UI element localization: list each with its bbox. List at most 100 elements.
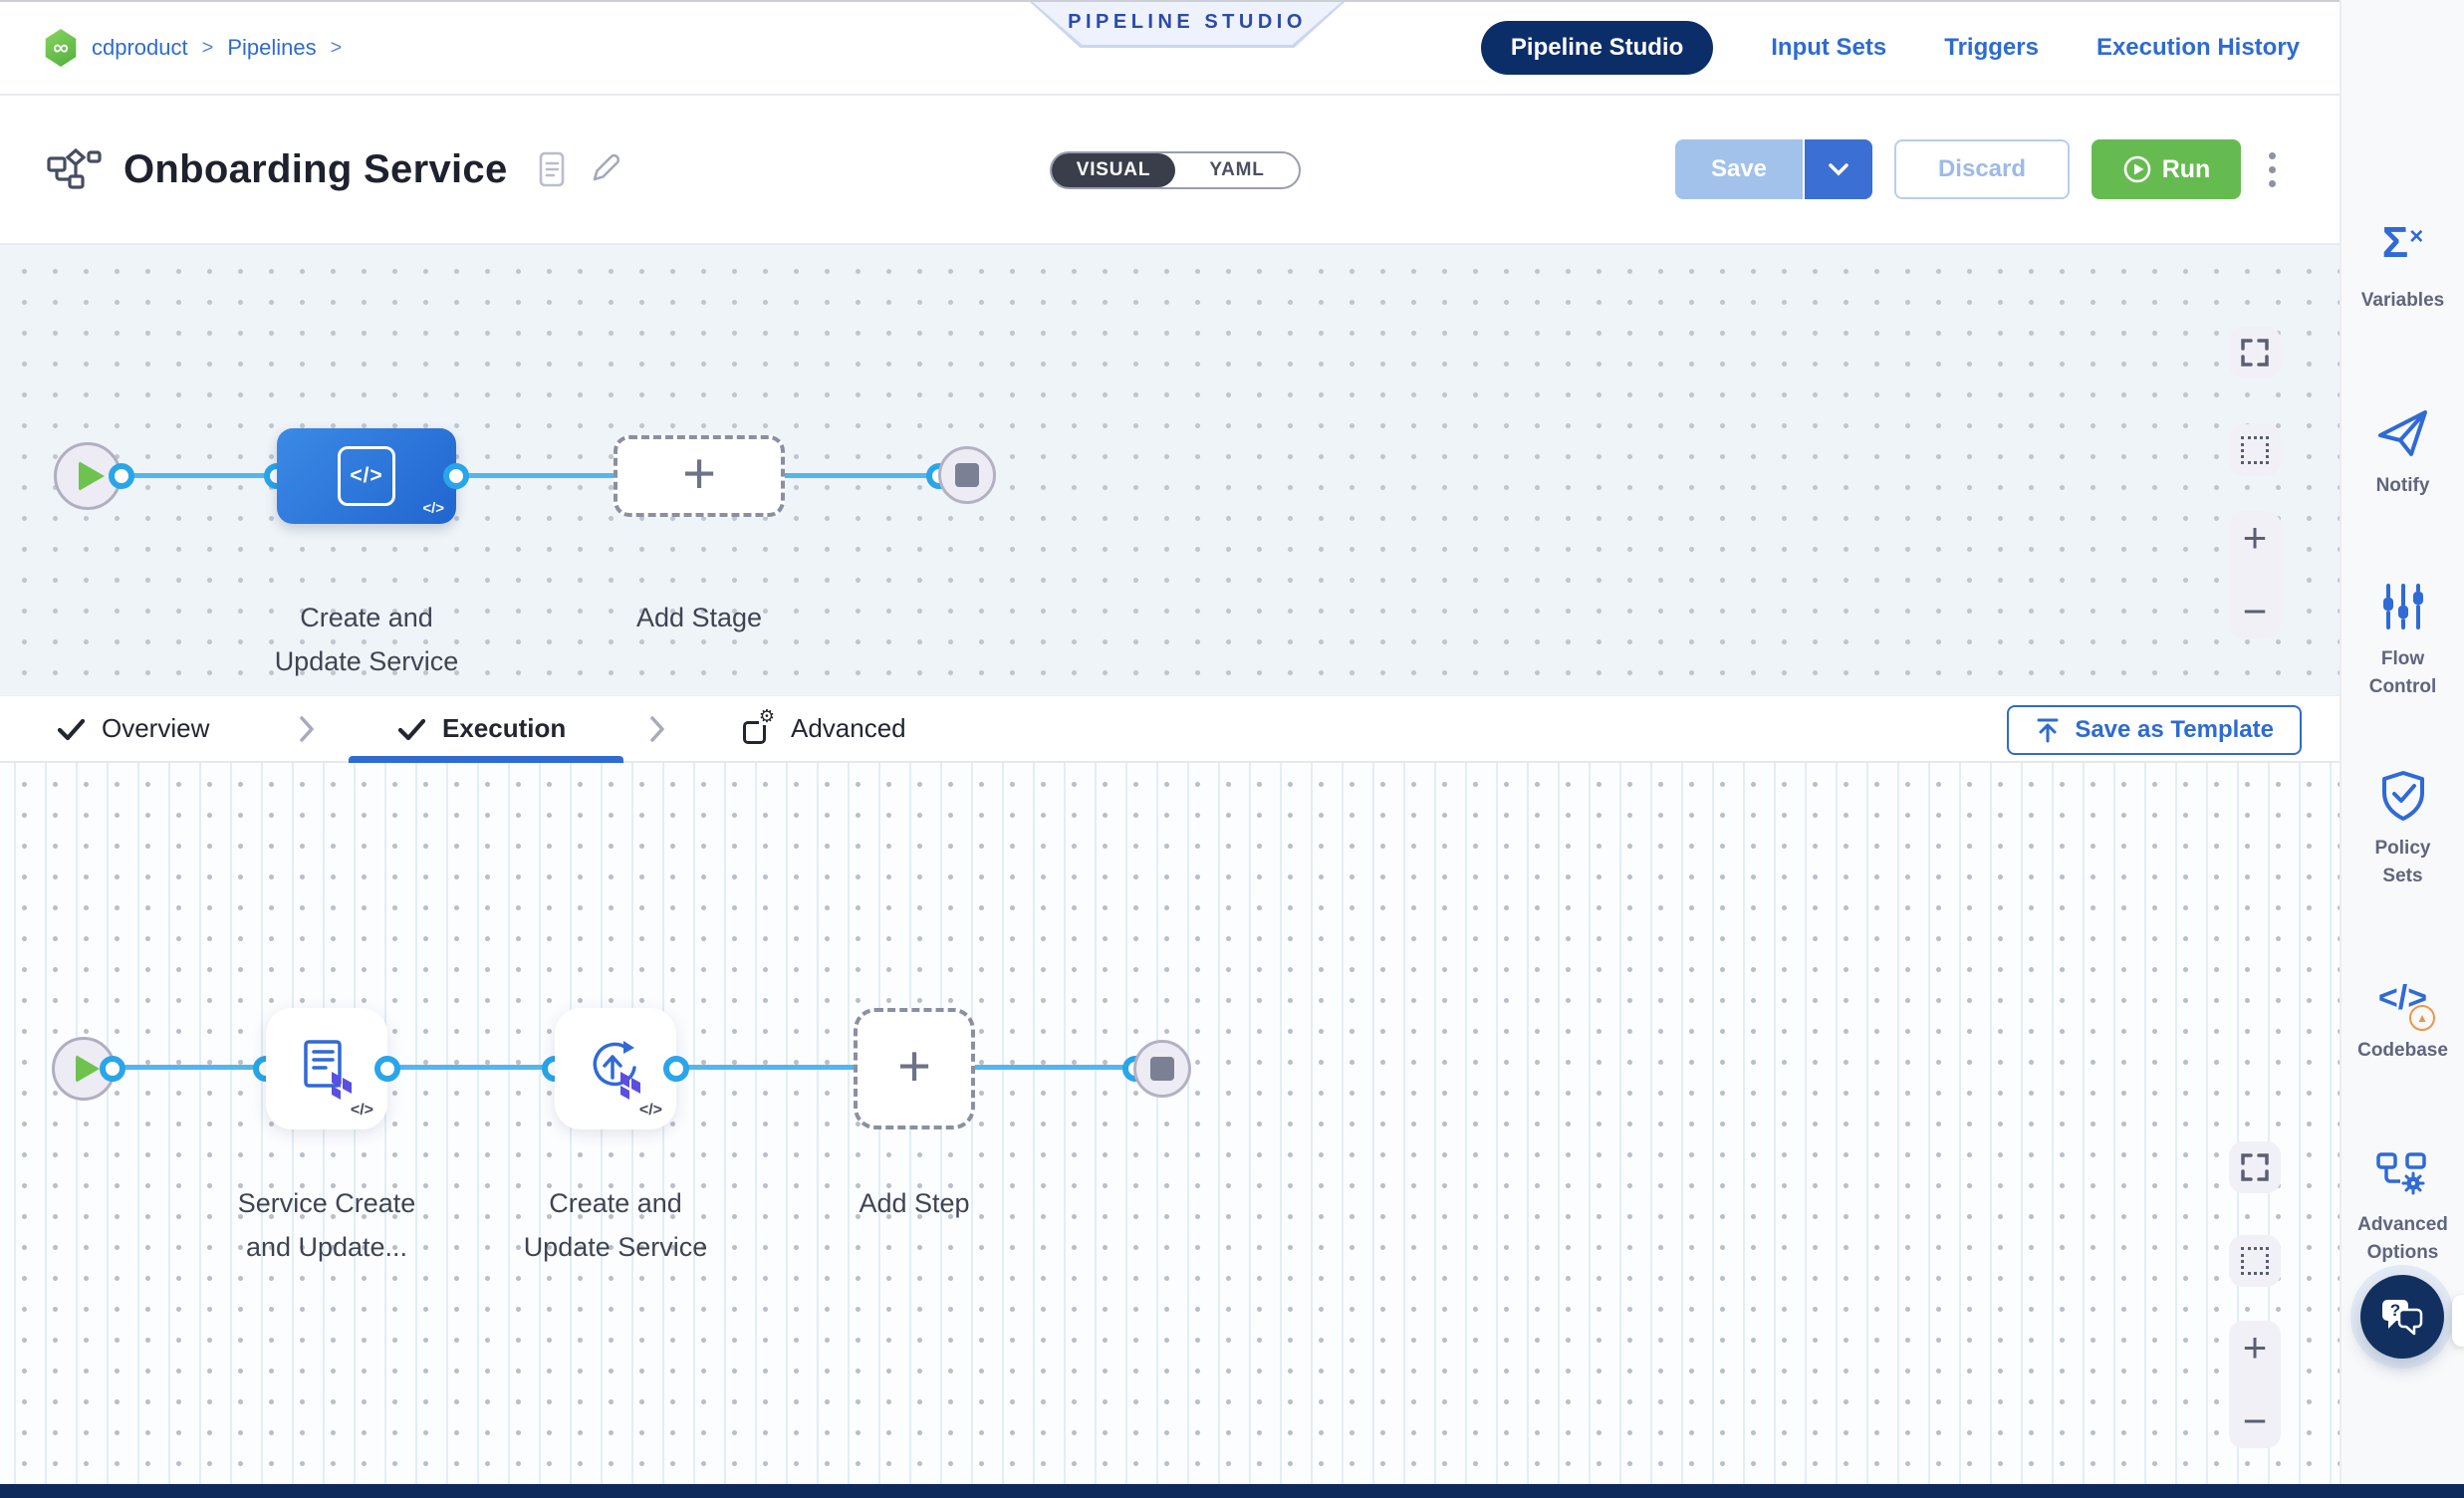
advanced-settings-icon: ⚙ xyxy=(743,706,775,744)
fullscreen-button[interactable] xyxy=(2229,1141,2281,1193)
shield-check-icon xyxy=(2378,769,2428,823)
paper-plane-icon xyxy=(2376,406,2430,460)
code-brackets-icon: </> ▲ xyxy=(2378,971,2436,1031)
code-badge-icon: </> xyxy=(350,1102,373,1119)
stage-node-create-update-service[interactable]: </> </> xyxy=(277,428,456,524)
marquee-select-button[interactable] xyxy=(2229,424,2281,476)
chevron-down-icon xyxy=(1829,163,1848,176)
tab-execution[interactable]: Execution xyxy=(396,696,566,761)
step-node-service-create-update[interactable]: </> xyxy=(266,1008,387,1129)
tab-overview[interactable]: Overview xyxy=(56,696,209,761)
edge-connector xyxy=(443,463,469,489)
tab-execution-history[interactable]: Execution History xyxy=(2095,34,2300,61)
sidebar-item-variables[interactable]: ∞ Σ× Variables xyxy=(2360,218,2445,312)
zoom-in-button[interactable]: + xyxy=(2242,1324,2268,1371)
update-sync-step-icon xyxy=(593,1041,640,1100)
header-actions: Save Discard Run xyxy=(1675,96,2282,243)
stage-label: Create and Update Service xyxy=(274,603,459,676)
warning-badge-icon: ▲ xyxy=(2409,1005,2436,1031)
code-badge-icon: </> xyxy=(422,500,444,517)
step1-label: Service Create and Update... xyxy=(237,1188,416,1262)
stage-config-tabbar: Overview Execution ⚙ Advanced Save a xyxy=(0,695,2340,763)
description-icon[interactable] xyxy=(538,150,566,188)
add-stage-label: Add Stage xyxy=(635,603,763,632)
edge-connector xyxy=(100,1056,125,1082)
step2-label: Create and Update Service xyxy=(523,1188,708,1262)
fullscreen-icon xyxy=(2241,1153,2269,1181)
save-as-template-button[interactable]: Save as Template xyxy=(2007,705,2302,755)
active-tab-underline xyxy=(349,756,623,763)
top-header: ∞ cdproduct > Pipelines > PIPELINE STUDI… xyxy=(0,0,2340,96)
pipeline-end-node xyxy=(938,446,996,504)
pipeline-gear-icon xyxy=(2375,1145,2431,1199)
sidebar-item-flow-control[interactable]: Flow Control xyxy=(2341,580,2464,701)
breadcrumb-separator: > xyxy=(330,36,343,59)
collapsed-panel-handle[interactable] xyxy=(2452,1295,2464,1347)
pipeline-title-row: Onboarding Service xyxy=(46,96,621,243)
marquee-icon xyxy=(2241,436,2269,464)
run-button[interactable]: Run xyxy=(2092,139,2241,199)
page-title: Onboarding Service xyxy=(123,146,508,191)
stage-edge-line xyxy=(122,473,939,478)
fullscreen-button[interactable] xyxy=(2229,327,2281,378)
add-stage-button[interactable]: + xyxy=(614,435,785,517)
help-chat-button[interactable]: ? xyxy=(2360,1275,2444,1359)
marquee-icon xyxy=(2241,1247,2269,1275)
start-play-icon xyxy=(76,1055,100,1083)
sidebar-item-notify[interactable]: Notify xyxy=(2341,406,2464,500)
right-toolbar: ∞ Σ× Variables Notify xyxy=(2340,0,2464,1484)
plus-icon: + xyxy=(897,1034,931,1099)
sidebar-item-policy-sets[interactable]: Policy Sets xyxy=(2341,769,2464,890)
variables-sigma-icon: ∞ Σ× xyxy=(2381,218,2424,267)
marquee-select-button[interactable] xyxy=(2229,1235,2281,1287)
tab-input-sets[interactable]: Input Sets xyxy=(1771,34,1887,61)
save-split-button: Save xyxy=(1675,139,1872,199)
zoom-out-button[interactable]: − xyxy=(2242,588,2268,634)
sidebar-item-codebase[interactable]: </> ▲ Codebase xyxy=(2341,971,2464,1065)
svg-text:?: ? xyxy=(2390,1301,2400,1320)
harness-cd-logo-icon: ∞ xyxy=(45,29,77,67)
zoom-controls: + − xyxy=(2229,1321,2281,1448)
zoom-controls: + − xyxy=(2229,511,2281,638)
execution-end-node xyxy=(1133,1040,1191,1098)
stop-square-icon xyxy=(955,463,979,487)
tab-triggers[interactable]: Triggers xyxy=(1944,34,2039,61)
zoom-out-button[interactable]: − xyxy=(2242,1397,2268,1444)
check-icon xyxy=(397,718,426,740)
toggle-visual[interactable]: VISUAL xyxy=(1052,153,1175,187)
more-options-kebab-icon[interactable] xyxy=(2263,146,2282,193)
add-step-button[interactable]: + xyxy=(854,1008,975,1129)
save-button[interactable]: Save xyxy=(1675,139,1803,199)
pipeline-graph-icon xyxy=(46,146,102,192)
step-node-create-update-service[interactable]: </> xyxy=(555,1008,676,1129)
sidebar-item-advanced-options[interactable]: Advanced Options xyxy=(2341,1145,2464,1267)
zoom-in-button[interactable]: + xyxy=(2242,514,2268,561)
tab-pipeline-studio[interactable]: Pipeline Studio xyxy=(1480,21,1714,75)
edge-connector xyxy=(374,1056,400,1082)
pipeline-start-node xyxy=(54,442,122,510)
breadcrumb-pipelines-link[interactable]: Pipelines xyxy=(227,35,317,60)
custom-stage-icon: </> xyxy=(338,446,395,506)
banner-label: PIPELINE STUDIO xyxy=(1068,11,1307,33)
add-step-label: Add Step xyxy=(859,1188,970,1218)
stage-canvas[interactable]: </> </> + Create and Update Service Add … xyxy=(0,245,2340,695)
play-circle-icon xyxy=(2123,155,2150,183)
breadcrumb-separator: > xyxy=(201,36,214,59)
edit-pencil-icon[interactable] xyxy=(588,152,621,186)
save-dropdown-button[interactable] xyxy=(1803,139,1872,199)
tab-advanced[interactable]: ⚙ Advanced xyxy=(743,696,906,761)
service-script-step-icon xyxy=(304,1040,352,1100)
run-button-label: Run xyxy=(2161,154,2211,183)
execution-canvas[interactable]: </> </> + Service C xyxy=(0,763,2340,1484)
breadcrumb-project-link[interactable]: cdproduct xyxy=(92,35,188,60)
pipeline-studio-banner: PIPELINE STUDIO xyxy=(1030,2,1345,48)
chevron-right-icon xyxy=(299,696,315,761)
toggle-yaml[interactable]: YAML xyxy=(1209,159,1265,180)
stop-square-icon xyxy=(1150,1057,1174,1081)
view-toggle: VISUAL YAML xyxy=(1050,151,1301,189)
discard-button[interactable]: Discard xyxy=(1894,139,2070,199)
bottom-bar xyxy=(0,1484,2464,1498)
edge-connector xyxy=(109,463,134,489)
chat-bubbles-icon: ? xyxy=(2382,1300,2423,1336)
